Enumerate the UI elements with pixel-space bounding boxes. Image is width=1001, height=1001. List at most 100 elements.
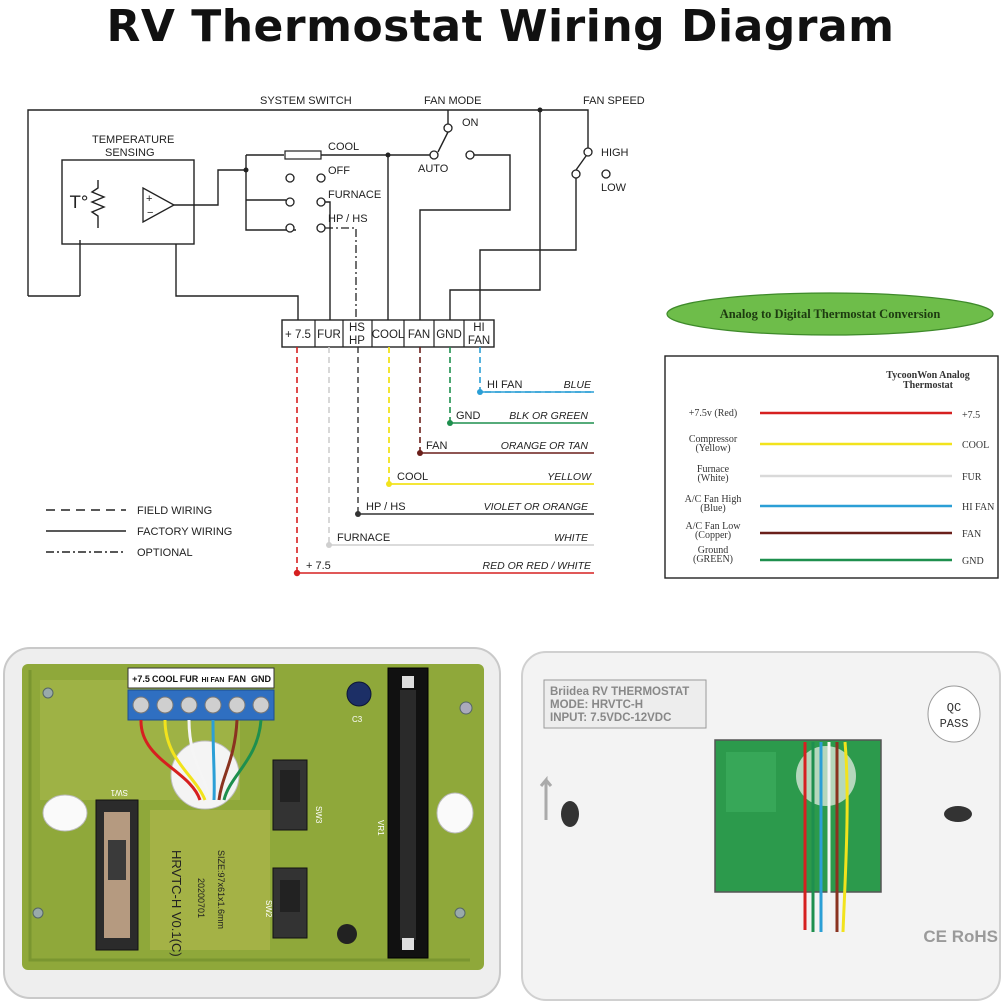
qc-pass-line1: QC (947, 701, 961, 715)
amplifier-symbol (142, 186, 176, 224)
off-contact (285, 173, 295, 183)
pcb-wire-green (222, 719, 263, 801)
back-wire-yellow (841, 741, 849, 933)
conv-row-3-right: FUR (962, 472, 982, 483)
sw3-label: SW3 (314, 806, 323, 824)
amp-minus: − (147, 207, 153, 219)
legend-optional-label: OPTIONAL (137, 547, 193, 559)
conv-row-1-right: +7.5 (962, 410, 980, 421)
product-label-line2: MODE: HRVTC-H (550, 699, 643, 711)
led-component (337, 924, 357, 944)
hphs-optional-wire (325, 227, 357, 320)
conv-row-4-right: HI FAN (962, 502, 994, 513)
schematic: SYSTEM SWITCH FAN MODE FAN SPEED ON TEMP… (27, 95, 645, 577)
low-label: LOW (601, 182, 627, 194)
sw1-knob (108, 840, 126, 880)
wire-furnace-label: FURNACE (337, 532, 390, 544)
sensor-symbol: T° (69, 193, 89, 213)
wire-yellow-dot (386, 481, 392, 487)
fan-speed-label: FAN SPEED (583, 95, 645, 107)
wire-plus75-label: + 7.5 (306, 560, 331, 572)
off-contact-2 (316, 173, 326, 183)
conv-row-2-right: COOL (962, 440, 989, 451)
temp-sensing-label-1: TEMPERATURE (92, 134, 174, 146)
thermistor-symbol (90, 180, 106, 228)
conv-row-3-left2: (White) (697, 473, 728, 484)
terminal-hifan: FAN (468, 335, 490, 347)
conv-row-2-left1: Compressor (689, 434, 738, 445)
pcb-trace-area-2 (150, 810, 270, 950)
terminal-label-strip (127, 667, 275, 689)
high-contact (583, 147, 593, 157)
conv-row-6-left1: Ground (698, 545, 729, 556)
board-screw-2 (459, 701, 473, 715)
junction-dot-3 (537, 107, 543, 113)
wire-white-dot (326, 542, 332, 548)
pcb-terminal-hifan: HI FAN (202, 677, 225, 684)
mount-hole-left (42, 794, 88, 832)
fan-on-blade (437, 131, 449, 153)
terminal-hi: HI (473, 322, 485, 334)
pot-label: VR1 (376, 820, 385, 836)
back-wire-hole (796, 746, 856, 806)
conversion-badge-text: Analog to Digital Thermostat Conversion (720, 307, 941, 321)
pcb-wire-brown (217, 719, 239, 801)
thermostat-back-photo: Briidea RV THERMOSTAT MODE: HRVTC-H INPU… (521, 651, 1001, 1001)
wire-green-dot (447, 420, 453, 426)
wire-red-dot (293, 569, 301, 577)
wire-blue-color-label: BLUE (564, 379, 592, 391)
screw (204, 696, 222, 714)
mount-slot-left (561, 801, 579, 827)
auto-contact-2 (465, 150, 475, 160)
board-screw-3 (32, 907, 44, 919)
plus75-internal-wire (175, 244, 299, 320)
product-label-line1: Briidea RV THERMOSTAT (550, 686, 689, 698)
furnace-contact (285, 197, 295, 207)
sw3-knob (280, 770, 300, 802)
auto-label: AUTO (418, 163, 449, 175)
back-pcb-area (726, 752, 776, 812)
speed-blade (575, 155, 587, 171)
cool-label: COOL (328, 141, 359, 153)
pcb-terminal-cool: COOL (152, 674, 179, 684)
conversion-panel: Analog to Digital Thermostat Conversion … (664, 292, 999, 579)
terminal-block-outline (281, 319, 495, 348)
pot-screw-bottom (402, 938, 414, 950)
capacitor (346, 681, 372, 707)
sw1-label: SW1 (110, 788, 128, 797)
conv-row-5-left1: A/C Fan Low (686, 521, 742, 532)
silk-version: HRVTC-H V0.1(C) (169, 850, 184, 957)
screw (228, 696, 246, 714)
pcb-wire-red (139, 719, 202, 801)
wire-tan-color-label: ORANGE OR TAN (501, 440, 589, 452)
wire-white-color-label: WHITE (554, 532, 589, 544)
terminal-cool: COOL (372, 329, 405, 341)
wire-hifan-label: HI FAN (487, 379, 523, 391)
capacitor-label: C3 (352, 715, 363, 724)
qc-pass-line2: PASS (940, 717, 969, 731)
mount-slot-right (944, 806, 972, 822)
thermostat-board-photo: +7.5 COOL FUR HI FAN FAN GND C3 VR1 (3, 647, 501, 999)
legend-factory-label: FACTORY WIRING (137, 526, 232, 538)
terminal-plus75: + 7.5 (285, 329, 311, 341)
pcb-wire-yellow (163, 719, 207, 801)
pcb-wire-blue (211, 719, 216, 801)
conv-row-6-right: GND (962, 556, 984, 567)
off-label: OFF (328, 165, 350, 177)
terminal-hp: HP (349, 335, 365, 347)
hifan-wire (479, 178, 577, 320)
terminal-fan: FAN (408, 329, 430, 341)
pcb-terminal-gnd: GND (251, 674, 272, 684)
legend-field-label: FIELD WIRING (137, 505, 212, 517)
junction-dot-2 (243, 167, 249, 173)
wire-violet-dot (355, 511, 361, 517)
wire-violet-color-label: VIOLET OR ORANGE (484, 501, 589, 513)
pot-screw-top (402, 676, 414, 688)
pcb-terminal-fur: FUR (180, 674, 199, 684)
amp-output-wire (174, 169, 246, 206)
wire-gnd-label: GND (456, 410, 481, 422)
wire-cool-label: COOL (397, 471, 428, 483)
fan-wire (419, 154, 511, 320)
high-label: HIGH (601, 147, 629, 159)
furnace-contact-2 (316, 197, 326, 207)
